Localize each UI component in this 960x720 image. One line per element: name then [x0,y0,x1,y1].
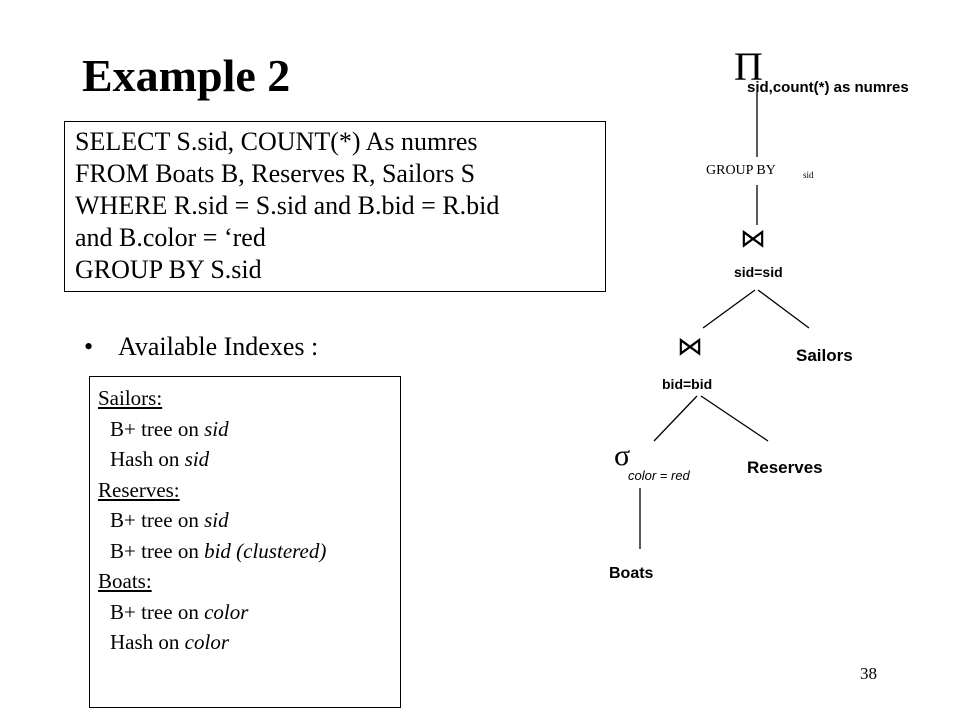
join2-condition: bid=bid [662,376,712,392]
boats-hash-column: color [184,630,229,654]
edge-join1-join2 [702,289,756,329]
bullet-dot-icon: • [84,332,94,361]
groupby-subscript: sid [803,170,814,180]
boats-btree-prefix: B+ tree on [110,599,205,624]
boats-btree-index: B+ tree on color [98,597,400,628]
sql-line-from: FROM Boats B, Reserves R, Sailors S [75,159,476,188]
sql-line-groupby: GROUP BY S.sid [75,255,262,284]
slide-title: Example 2 [82,50,291,101]
selection-condition: color = red [628,468,691,483]
sailors-btree-index: B+ tree on sid [98,414,400,445]
sql-line-select: SELECT S.sid, COUNT(*) As numres [75,127,478,156]
boats-relation: Boats [609,565,654,582]
join-symbol-icon: ⋈ [677,332,703,361]
join-symbol-icon: ⋈ [740,224,766,253]
boats-hash-prefix: Hash on [110,630,185,654]
boats-hash-index: Hash on color [98,627,400,658]
reserves-btree-bid-prefix: B+ tree on [110,538,205,563]
boats-btree-column: color [204,599,249,624]
sql-line-where: WHERE R.sid = S.sid and B.bid = R.bid [75,191,500,220]
sailors-relation: Sailors [796,346,853,365]
available-indexes-label: Available Indexes : [118,332,319,361]
reserves-btree-bid-index: B+ tree on bid (clustered) [98,536,400,567]
projection-symbol-icon: Π [734,44,763,89]
join1-condition: sid=sid [734,264,783,280]
edge-join2-select [653,395,698,442]
sailors-hash-prefix: Hash on [110,447,185,471]
indexes-box: Sailors: B+ tree on sid Hash on sid Rese… [89,376,401,708]
sailors-hash-column: sid [184,447,210,471]
sailors-btree-prefix: B+ tree on [110,416,205,441]
reserves-btree-sid-index: B+ tree on sid [98,505,400,536]
groupby-label: GROUP BY [706,163,776,178]
reserves-btree-sid-column: sid [204,508,229,532]
reserves-relation: Reserves [747,458,823,477]
reserves-btree-sid-prefix: B+ tree on [110,508,205,532]
available-indexes-bullet: • Available Indexes : [84,330,318,364]
sailors-index-heading: Sailors: [98,386,163,410]
sql-line-and: and B.color = ‘red [75,223,266,252]
projection-label: sid,count(*) as numres [747,79,909,96]
selection-symbol-icon: σ [614,439,630,472]
edge-join2-reserves [700,395,769,442]
reserves-btree-bid-column: bid (clustered) [204,538,327,563]
sailors-hash-index: Hash on sid [98,444,400,475]
reserves-index-heading: Reserves: [98,477,180,502]
sql-query-box: SELECT S.sid, COUNT(*) As numres FROM Bo… [64,121,606,292]
page-number: 38 [860,664,877,683]
sailors-btree-column: sid [204,416,229,441]
boats-index-heading: Boats: [98,569,152,593]
edge-join1-sailors [757,289,810,329]
